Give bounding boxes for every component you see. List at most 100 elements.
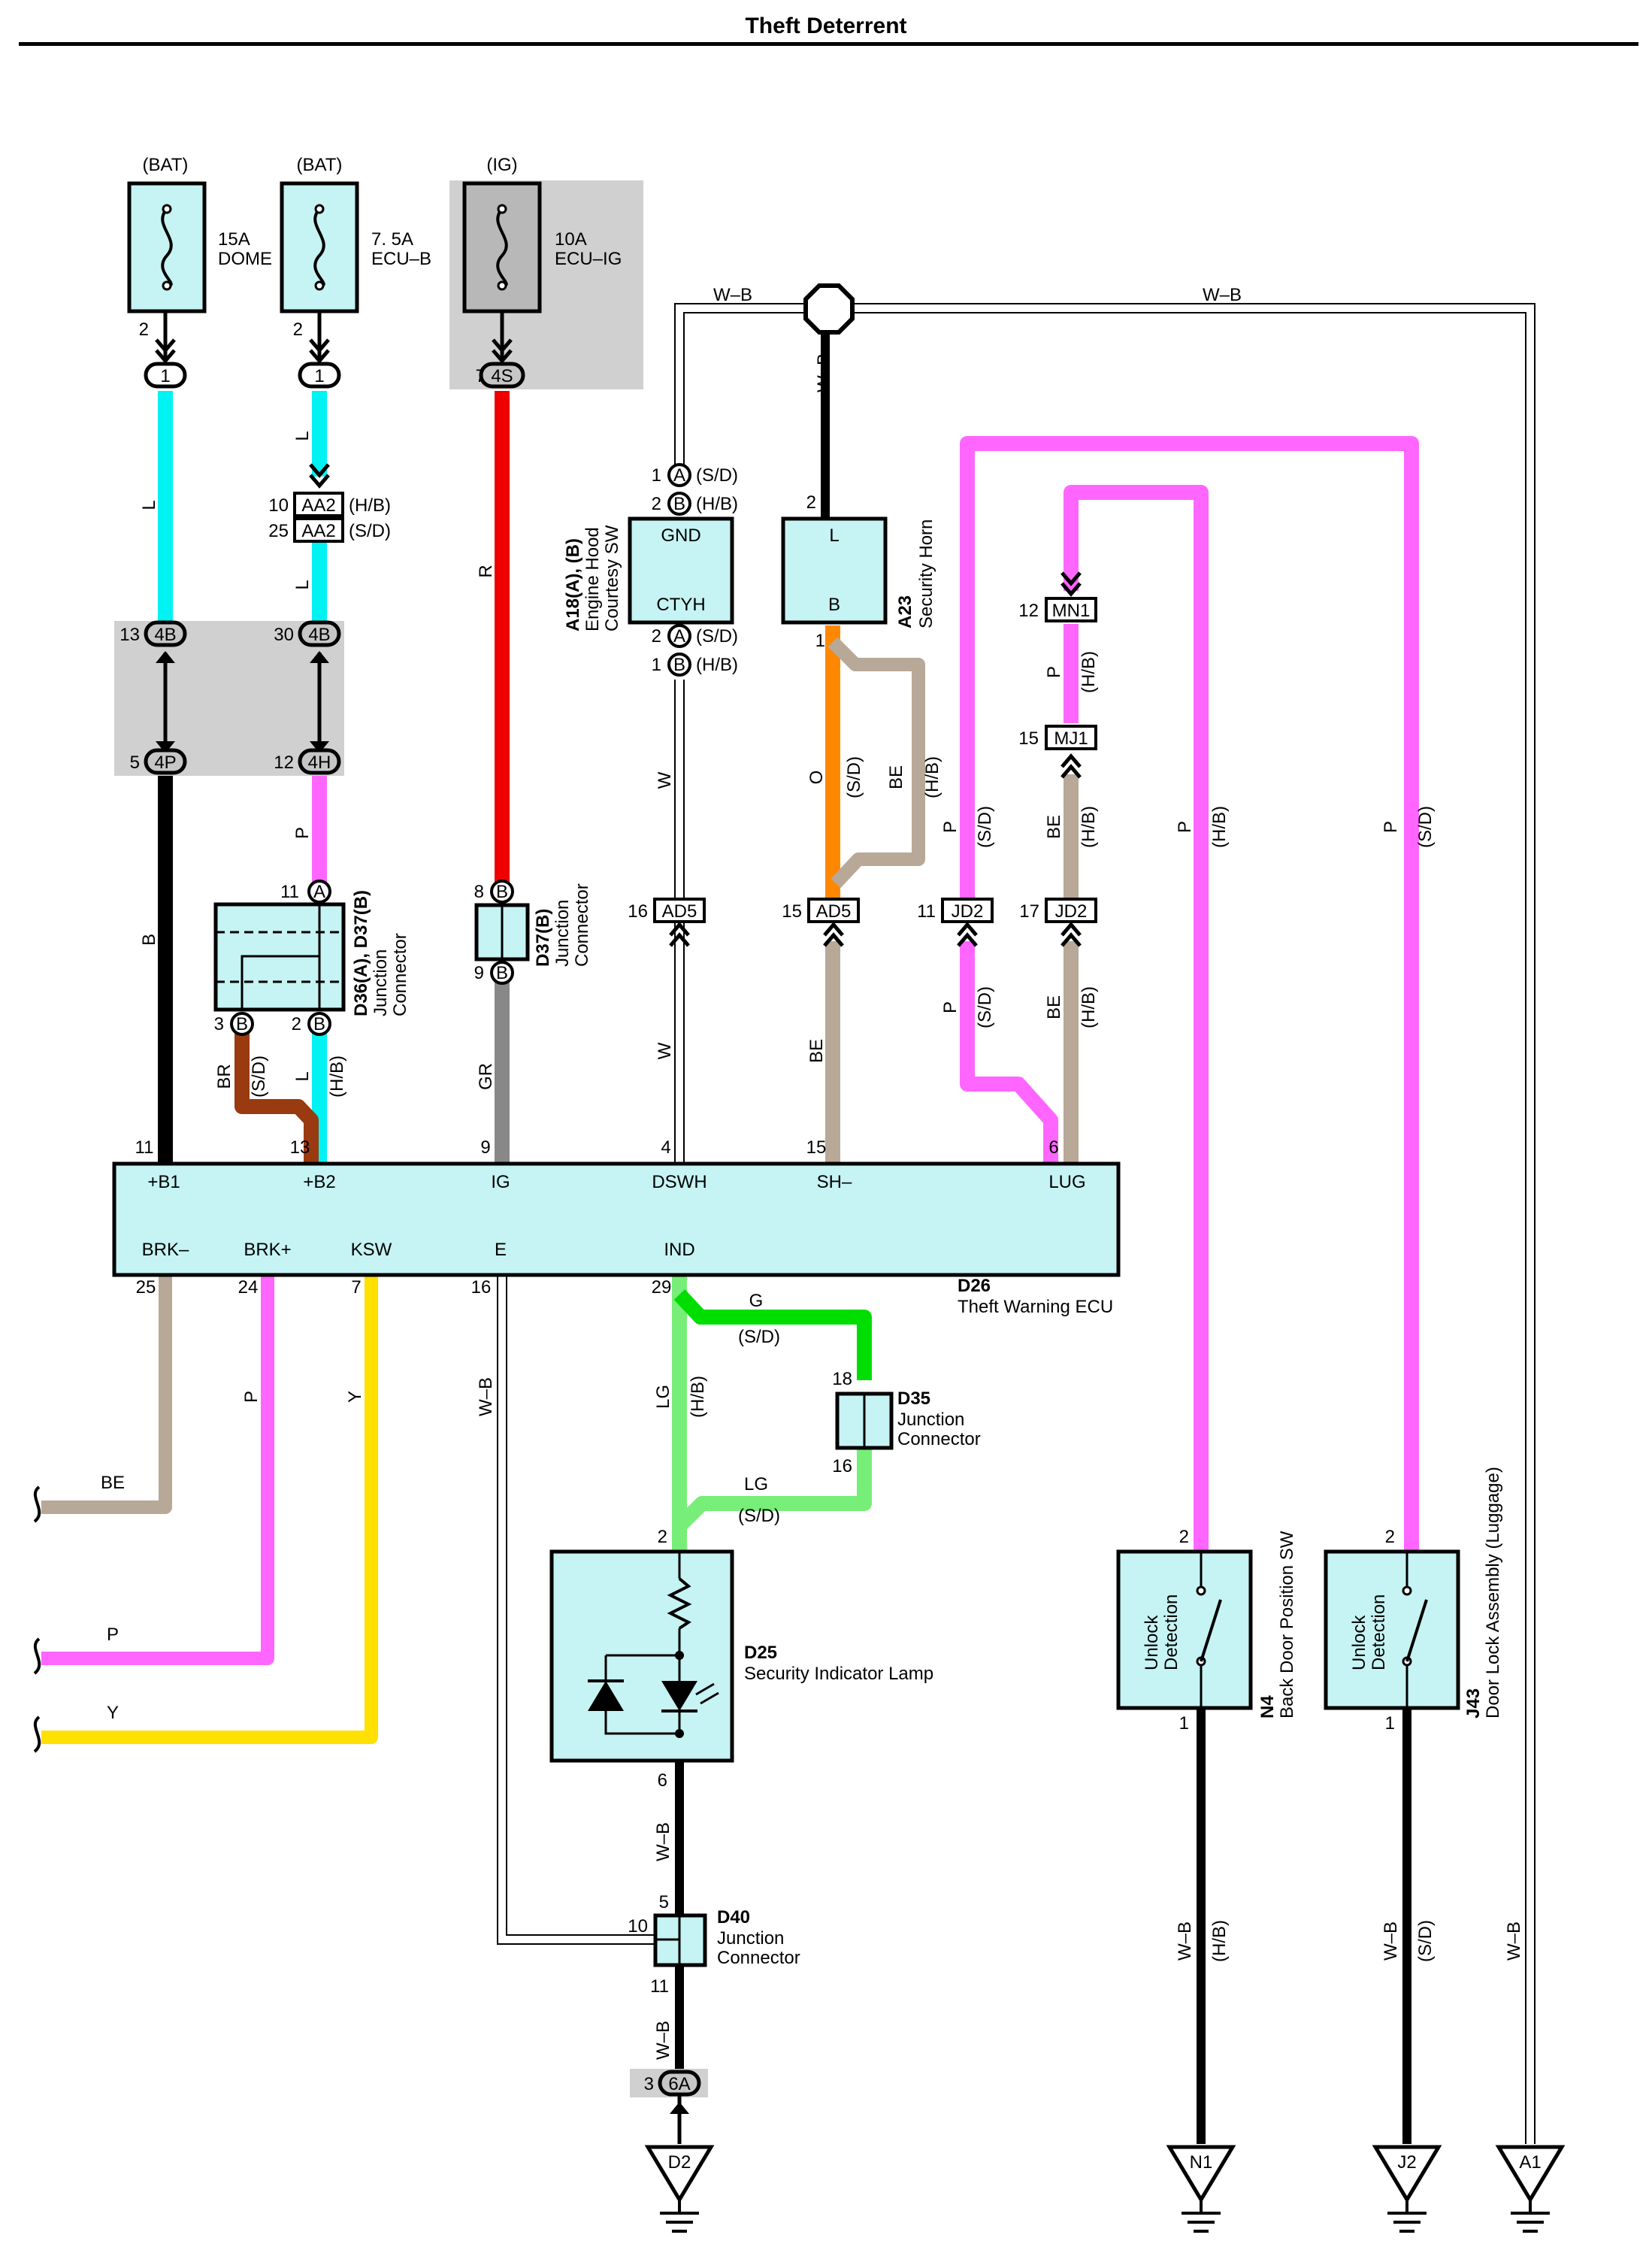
variant-label: (S/D) [696, 465, 738, 486]
switch-icon [1405, 1599, 1428, 1662]
arrow-down-icon [156, 741, 175, 753]
wire-label: W–B [1203, 285, 1242, 305]
terminal-label: DSWH [652, 1172, 706, 1192]
wire-label: L [139, 500, 159, 510]
fuse-source: (BAT) [143, 155, 189, 175]
variant-label: (H/B) [696, 494, 738, 514]
engine-hood-courtesy-sw: A 1 (S/D) B 2 (H/B) GND CTYH A 2 (S/D) B… [563, 463, 738, 677]
pin-number: 9 [474, 963, 484, 983]
fuse-icon [496, 207, 508, 287]
wire-label: P [1044, 666, 1064, 678]
hood-sw-box [628, 516, 734, 625]
terminal-label: KSW [351, 1240, 392, 1260]
wire-label: W [655, 1042, 675, 1059]
pin-letter: B [236, 1014, 248, 1034]
component-id: D37(B) [533, 909, 553, 967]
wire-label: (H/B) [327, 1055, 347, 1098]
fuse-ecu-ig: (IG) 10A ECU–IG [449, 155, 643, 389]
pin-letter: A [673, 626, 685, 647]
ground-icon [1182, 2200, 1221, 2233]
wire-label: BE [1044, 815, 1064, 839]
pin-number: 17 [1019, 901, 1039, 922]
wire-p-brk-plus [41, 1275, 274, 1665]
wire-label: Y [107, 1703, 119, 1723]
pin-number: 2 [652, 626, 661, 647]
switch-label: Detection [1369, 1594, 1389, 1670]
ground-icon [1387, 2200, 1427, 2233]
ground-icon [660, 2200, 699, 2233]
connectors-ad5-jd2: AD5 16 AD5 15 JD2 11 JD2 17 [628, 898, 1097, 947]
wire-break-icon [33, 1715, 41, 1753]
wire-y-ksw [41, 1275, 378, 1744]
wire-label: P [940, 1001, 961, 1013]
connector-ad5-16 [653, 898, 706, 923]
fuse-rating: 7. 5A [371, 229, 413, 250]
component-name: Junction [371, 949, 391, 1016]
pin-a [667, 624, 691, 648]
wire-label: (S/D) [975, 986, 995, 1028]
pin-letter: B [673, 655, 685, 675]
arrow-down-icon [310, 741, 329, 753]
pin-number: 25 [268, 521, 289, 541]
wire-g-sd [673, 1289, 872, 1380]
fuse-source: (IG) [486, 155, 517, 175]
pin-number: 5 [130, 753, 140, 773]
variant-label: (H/B) [696, 655, 738, 675]
resistor-icon [667, 1577, 692, 1630]
chevron-up-icon [823, 922, 844, 947]
wire-label: W–B [814, 353, 834, 392]
wire-lg-sd [673, 1443, 872, 1532]
wire-label: (H/B) [922, 756, 942, 798]
wire-label: BE [101, 1473, 125, 1493]
terminal-label: L [829, 525, 839, 546]
connector-6a: 6A 3 [630, 2069, 708, 2144]
component-id: D40 [717, 1907, 750, 1927]
pin-letter: B [313, 1014, 325, 1034]
junction-block-4b: 4B 13 4B 30 4P 5 4H 12 [114, 620, 344, 776]
pin-letter: B [496, 882, 508, 902]
wire-label: W [655, 771, 675, 789]
terminal-label: SH– [817, 1172, 852, 1192]
j43-box [1324, 1549, 1460, 1710]
wire-p-n4 [1064, 485, 1209, 1555]
component-name: Connector [897, 1429, 981, 1449]
pin-a [307, 880, 331, 904]
pin-letter: B [673, 494, 685, 514]
connector-4p [144, 748, 187, 775]
terminal-label: IND [664, 1240, 694, 1260]
component-id: N4 [1257, 1695, 1278, 1719]
connector-label: 4S [491, 366, 513, 386]
wire-label: P [241, 1391, 262, 1403]
connector-code: 4P [154, 753, 176, 773]
fuse-ecu-b: (BAT) 7. 5A ECU–B [280, 155, 431, 313]
fuse-terminal-icon [314, 280, 325, 291]
terminal-label: E [495, 1240, 507, 1260]
fuse-box [462, 181, 542, 313]
pin-b [490, 880, 514, 904]
connector-code: JD2 [1055, 901, 1088, 922]
wire-p-j43 [960, 436, 1419, 1555]
component-name: Back Door Position SW [1277, 1531, 1297, 1719]
light-emission-icon [695, 1682, 719, 1705]
connector-aa2: AA2 10 (H/B) AA2 25 (S/D) [268, 463, 391, 543]
ground-d2: D2 [644, 2145, 715, 2233]
wire-label: P [940, 821, 961, 833]
terminal-label: LUG [1048, 1172, 1085, 1192]
component-id: J43 [1463, 1688, 1484, 1719]
junction-connector-d36: A 11 B 3 B 2 D36(A), D37(B) Junction Con… [213, 880, 410, 1036]
pin-number: 2 [806, 492, 816, 513]
pin-number: 11 [280, 882, 299, 902]
wire-label: W–B [653, 1822, 673, 1861]
ground-j2: J2 [1372, 2145, 1442, 2233]
pin-number: 2 [1385, 1527, 1395, 1547]
wire-label: W–B [1381, 1921, 1401, 1961]
variant-label: (S/D) [696, 626, 738, 647]
pin-number: 29 [652, 1277, 672, 1298]
chevron-down-icon [1060, 571, 1082, 597]
connector-jd2-11 [941, 898, 994, 923]
connector-code: AA2 [301, 521, 335, 541]
pin-letter: B [496, 963, 508, 983]
pin-number: 1 [652, 465, 661, 486]
pin-number: 9 [480, 1137, 490, 1158]
